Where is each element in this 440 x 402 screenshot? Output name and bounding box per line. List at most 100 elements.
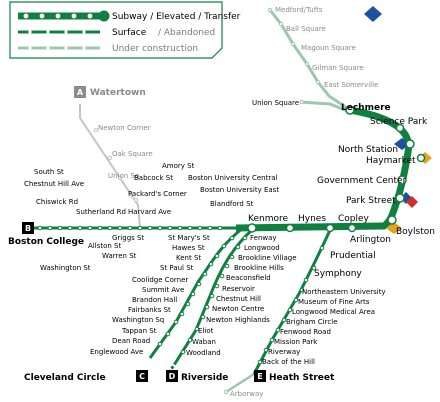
station-union-square: Union Square: [252, 99, 299, 107]
svg-text:E: E: [257, 372, 262, 381]
station-medford-tufts: Medford/Tufts: [275, 6, 323, 14]
station-northeastern: Northeastern University: [302, 288, 386, 296]
station-brookline-village: Brookline Village: [238, 254, 297, 262]
station-washington-sq: Washington Sq: [112, 316, 164, 324]
station-newton-highlands: Newton Highlands: [206, 316, 270, 324]
heath-street-label: Heath Street: [269, 373, 335, 383]
station-englewood-ave: Englewood Ave: [90, 348, 143, 356]
station-haymarket: Haymarket: [366, 156, 416, 166]
surface-station-dots: [37, 7, 325, 395]
station-arlington: Arlington: [350, 235, 391, 245]
station-kenmore: Kenmore: [248, 214, 288, 224]
badge-b: B: [22, 222, 34, 234]
svg-text:B: B: [25, 224, 31, 233]
station-bu-east: Boston University East: [200, 186, 279, 194]
legend-subway-label: Subway / Elevated / Transfer: [112, 12, 241, 22]
svg-text:C: C: [139, 372, 145, 381]
station-allston-st: Allston St: [88, 242, 121, 250]
station-brigham-circle: Brigham Circle: [286, 318, 338, 326]
trunk-subway-track: [235, 106, 413, 232]
station-government-center: Government Center: [317, 176, 407, 186]
station-reservoir: Reservoir: [222, 285, 255, 293]
badge-d: D: [166, 370, 178, 382]
station-summit-ave: Summit Ave: [142, 286, 184, 294]
station-museum-of-fine-arts: Museum of Fine Arts: [298, 298, 370, 306]
station-beaconsfield: Beaconsfield: [226, 274, 271, 282]
station-hawes-st: Hawes St: [172, 244, 205, 252]
station-lechmere: Lechmere: [341, 103, 391, 113]
station-st-paul-st: St Paul St: [160, 264, 194, 272]
station-park-street: Park Street: [346, 196, 396, 206]
station-copley: Copley: [338, 214, 370, 224]
station-brookline-hills: Brookline Hills: [234, 264, 284, 272]
station-boylston: Boylston: [396, 227, 435, 237]
station-science-park: Science Park: [370, 117, 428, 127]
station-kent-st: Kent St: [176, 254, 201, 262]
station-prudential: Prudential: [330, 251, 376, 261]
station-coolidge-corner: Coolidge Corner: [132, 276, 188, 284]
station-gilman-square: Gilman Square: [312, 64, 364, 72]
station-mission-park: Mission Park: [274, 338, 318, 346]
e-branch-construction: [225, 372, 255, 394]
cleveland-circle-label: Cleveland Circle: [24, 373, 106, 383]
station-packards-corner: Packard's Corner: [128, 190, 187, 198]
station-waban: Waban: [192, 338, 216, 346]
station-tappan-st: Tappan St: [121, 327, 157, 335]
station-longwood: Longwood: [244, 244, 280, 252]
station-blandford-st: Blandford St: [210, 200, 254, 208]
station-riverway: Riverway: [268, 348, 300, 356]
legend: Subway / Elevated / Transfer Surface / A…: [9, 1, 241, 59]
station-newton-centre: Newton Centre: [212, 305, 264, 313]
station-south-st: South St: [34, 168, 64, 176]
station-arborway: Arborway: [230, 390, 263, 398]
station-oak-square: Oak Square: [112, 150, 153, 158]
station-ball-square: Ball Square: [286, 25, 326, 33]
station-chestnut-hill: Chestnut Hill: [216, 295, 261, 303]
station-st-marys-st: St Mary's St: [168, 234, 210, 242]
station-newton-corner: Newton Corner: [98, 124, 151, 132]
legend-surface-label: Surface: [112, 28, 147, 38]
boston-college-label: Boston College: [8, 237, 84, 247]
badge-a: A: [74, 86, 86, 98]
station-longwood-medical: Longwood Medical Area: [292, 308, 375, 316]
station-woodland: Woodland: [186, 349, 221, 357]
legend-abandoned-label: / Abandoned: [158, 28, 215, 38]
trunk-stations: [247, 105, 426, 233]
station-babcock-st: Babcock St: [134, 174, 173, 182]
watertown-label: Watertown: [90, 88, 146, 98]
station-back-of-the-hill: Back of the Hill: [262, 358, 315, 366]
station-warren-st: Warren St: [102, 252, 137, 260]
badge-c: C: [136, 370, 148, 382]
svg-text:D: D: [169, 372, 176, 381]
station-fairbanks-st: Fairbanks St: [128, 306, 171, 314]
e-branch-track: [252, 229, 332, 375]
station-chiswick-rd: Chiswick Rd: [36, 198, 78, 206]
station-magoun-square: Magoun Square: [301, 44, 356, 52]
station-fenwood-road: Fenwood Road: [280, 328, 331, 336]
blue-line-transfer-icon: [364, 6, 382, 22]
station-union-sq: Union Sq: [108, 172, 139, 180]
station-chestnut-hill-ave: Chestnut Hill Ave: [24, 180, 84, 188]
glx-union-track: [299, 100, 351, 114]
station-amory-st: Amory St: [162, 162, 195, 170]
station-brandon-hall: Brandon Hall: [132, 296, 177, 304]
red-line-transfer-icon: [406, 196, 418, 208]
station-bu-central: Boston University Central: [188, 174, 278, 182]
station-north-station: North Station: [338, 145, 398, 155]
station-griggs-st: Griggs St: [112, 234, 144, 242]
station-sutherland-rd: Sutherland Rd: [76, 208, 126, 216]
watertown-branch-track: [79, 104, 141, 229]
station-east-somerville: East Somerville: [324, 81, 378, 89]
station-eliot: Eliot: [198, 327, 214, 335]
station-harvard-ave: Harvard Ave: [128, 208, 171, 216]
station-washington-st: Washington St: [40, 264, 91, 272]
legend-construction-label: Under construction: [112, 44, 198, 54]
station-hynes: Hynes: [298, 214, 326, 224]
riverside-label: Riverside: [181, 373, 228, 383]
badge-e: E: [254, 370, 266, 382]
svg-text:A: A: [77, 88, 84, 97]
station-dean-road: Dean Road: [112, 337, 150, 345]
station-fenway: Fenway: [250, 234, 277, 242]
station-symphony: Symphony: [314, 269, 362, 279]
